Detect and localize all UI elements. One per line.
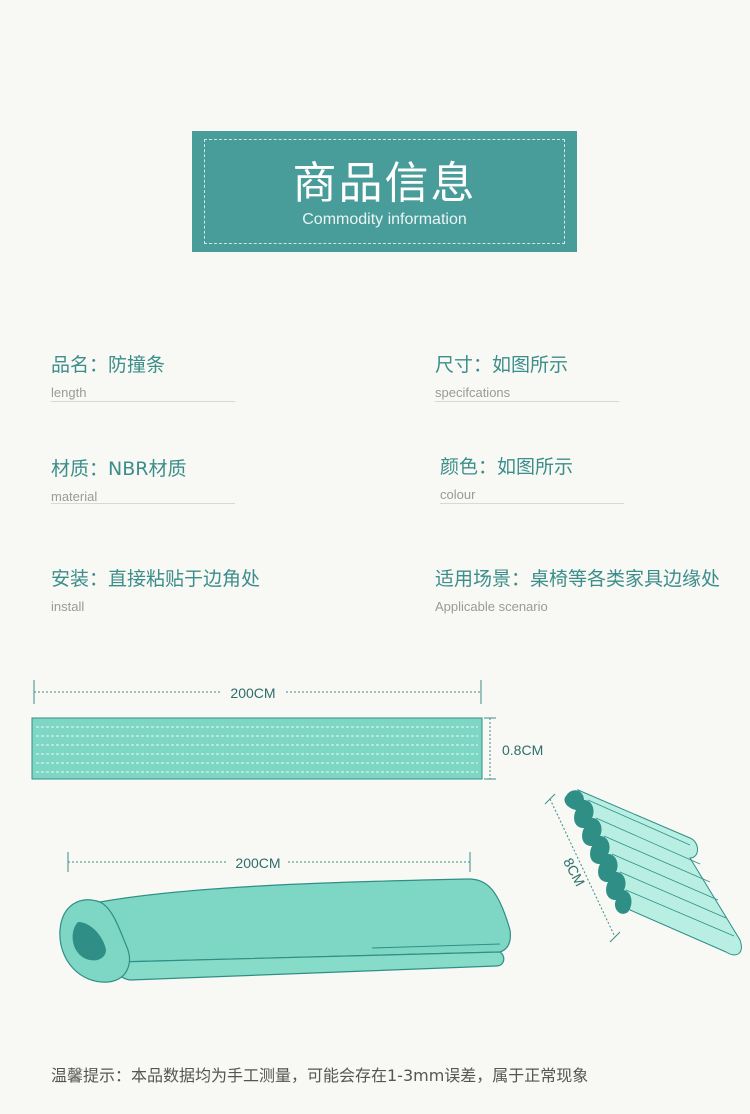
flat-length-dimension: 200CM bbox=[33, 680, 482, 704]
flat-length-label: 200CM bbox=[230, 685, 275, 701]
spec-label: 材质：NBR材质 bbox=[51, 458, 187, 480]
spec-en-label: colour bbox=[440, 487, 476, 502]
header-title: 商品信息 bbox=[292, 158, 477, 209]
roll-length-label: 200CM bbox=[235, 855, 280, 871]
spec-en-label: length bbox=[51, 385, 87, 400]
spec-divider bbox=[435, 401, 619, 402]
spec-divider bbox=[51, 401, 235, 402]
header-subtitle: Commodity information bbox=[302, 211, 467, 228]
spec-scenario: 适用场景：桌椅等各类家具边缘处 Applicable scenario bbox=[435, 564, 750, 614]
spec-en-label: material bbox=[51, 489, 98, 504]
spec-colour: 颜色：如图所示 colour bbox=[440, 452, 750, 502]
footnote: 温馨提示：本品数据均为手工测量，可能会存在1-3mm误差，属于正常现象 bbox=[51, 1066, 589, 1085]
spec-label: 安装：直接粘贴于边角处 bbox=[51, 568, 261, 590]
flat-height-label: 0.8CM bbox=[502, 742, 543, 758]
side-width-label: 8CM bbox=[560, 855, 588, 889]
flat-height-dimension: 0.8CM bbox=[484, 717, 543, 780]
spec-divider bbox=[51, 503, 235, 504]
spec-label: 颜色：如图所示 bbox=[440, 456, 574, 478]
spec-label: 品名：防撞条 bbox=[51, 354, 166, 376]
spec-en-label: Applicable scenario bbox=[435, 599, 548, 614]
spec-install: 安装：直接粘贴于边角处 install bbox=[51, 564, 371, 614]
spec-material: 材质：NBR材质 material bbox=[51, 454, 371, 504]
header-dashed-frame bbox=[204, 139, 565, 244]
spec-en-label: install bbox=[51, 599, 85, 614]
spec-divider bbox=[440, 503, 624, 504]
side-profile: 8CM bbox=[544, 789, 742, 956]
header-banner: 商品信息 Commodity information bbox=[192, 131, 577, 252]
spec-label: 尺寸：如图所示 bbox=[435, 354, 569, 376]
roll-length-dimension: 200CM bbox=[67, 852, 471, 872]
spec-label: 适用场景：桌椅等各类家具边缘处 bbox=[435, 568, 721, 590]
spec-en-label: specifcations bbox=[435, 385, 511, 400]
flat-strip bbox=[31, 717, 483, 780]
spec-size: 尺寸：如图所示 specifcations bbox=[435, 350, 750, 400]
folded-strip bbox=[59, 878, 511, 983]
spec-name: 品名：防撞条 length bbox=[51, 350, 371, 400]
